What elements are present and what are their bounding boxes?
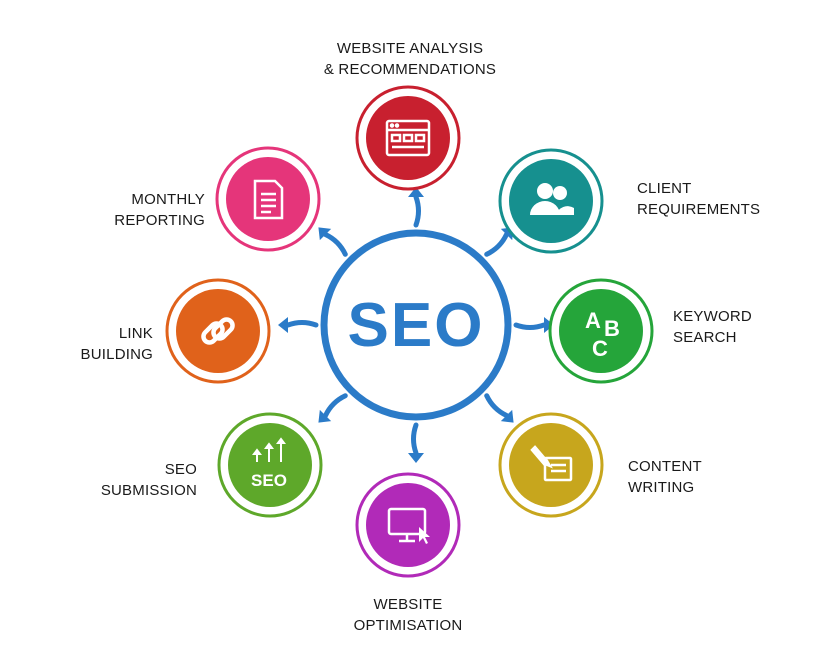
chain-link-icon <box>201 317 235 345</box>
browser-window-icon <box>385 119 431 157</box>
node-keyword-search: A B C <box>548 278 654 384</box>
node-seo-submission: SEO <box>217 412 323 518</box>
pen-document-icon <box>530 445 573 482</box>
svg-text:A: A <box>585 308 601 333</box>
arrow-monthly-reporting <box>322 231 348 257</box>
abc-letters-icon: A B C <box>585 308 620 361</box>
arrow-head-monthly-reporting <box>318 227 332 241</box>
arrows-group <box>278 187 554 463</box>
svg-text:B: B <box>604 316 620 341</box>
arrow-client-requirements <box>484 231 510 257</box>
node-client-requirements <box>498 148 604 254</box>
arrow-seo-submission <box>322 393 348 419</box>
arrow-keyword-search <box>513 322 547 330</box>
seo-arrows-icon: SEO <box>251 437 287 490</box>
arrow-link-building <box>285 320 319 328</box>
node-link-building <box>165 278 271 384</box>
arrow-head-link-building <box>278 317 288 333</box>
arrow-website-optimisation <box>411 422 419 456</box>
node-monthly-reporting <box>215 146 321 252</box>
center-label: SEO <box>348 291 485 360</box>
node-website-analysis <box>355 85 461 191</box>
arrow-content-writing <box>484 393 510 419</box>
document-icon <box>253 179 284 220</box>
users-icon <box>530 183 574 215</box>
arrow-head-website-analysis <box>408 187 424 197</box>
arrow-head-content-writing <box>500 409 514 423</box>
center-hub: SEO <box>320 229 512 421</box>
label-website-analysis: WEBSITE ANALYSIS& RECOMMENDATIONS <box>323 40 497 78</box>
node-content-writing <box>498 412 604 518</box>
node-website-optimisation <box>355 472 461 578</box>
monitor-cursor-icon <box>387 507 430 544</box>
arrow-head-website-optimisation <box>408 453 424 463</box>
arrow-website-analysis <box>413 194 421 228</box>
arrow-head-seo-submission <box>318 409 332 423</box>
svg-text:C: C <box>592 336 608 361</box>
seo-icon-text: SEO <box>251 471 287 490</box>
